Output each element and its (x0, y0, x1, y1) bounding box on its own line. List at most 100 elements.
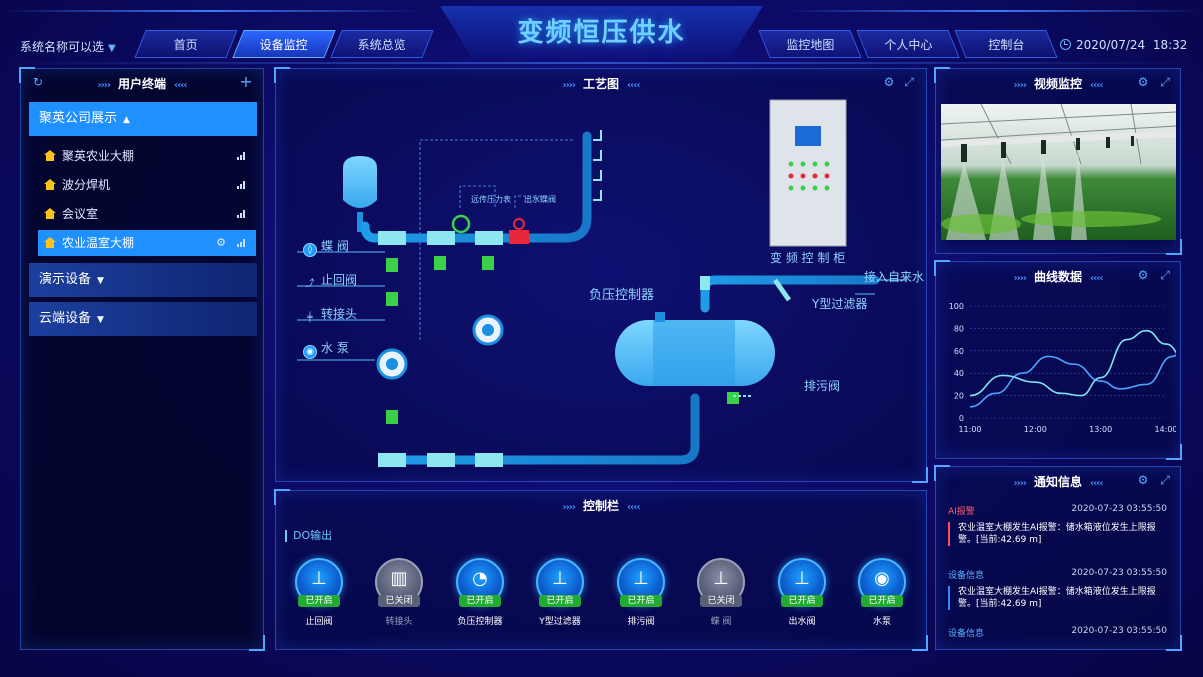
home-icon (44, 208, 56, 219)
signal-icon (237, 210, 246, 218)
caret-down-icon: ▼ (97, 315, 104, 325)
y-tick-label: 60 (954, 347, 964, 356)
notice-panel: ››››通知信息‹‹‹‹ ⚙ ⤢ (934, 465, 1182, 651)
group-label: 聚英公司展示 (39, 111, 118, 126)
sidebar-item-label: 会议室 (62, 207, 99, 221)
y-filter-icon (772, 278, 792, 302)
control-title: ››››控制栏‹‹‹‹ (562, 499, 641, 513)
settings-icon[interactable]: ⚙ (1137, 75, 1149, 89)
notice-text[interactable]: 农业温室大棚发生AI报警：储水箱液位发生上限报警。[当前:42.69 m] (948, 522, 1170, 546)
control-name: 出水阀 (788, 617, 816, 627)
series-line-1 (969, 329, 1176, 397)
pressure-gauge-icon: ◔ (472, 568, 488, 589)
tab-home[interactable]: 首页 (134, 30, 238, 58)
tab-user-center[interactable]: 个人中心 (856, 30, 960, 58)
pressure-gauge-icon (451, 214, 471, 234)
sidebar-item-greenhouse[interactable]: 农业温室大棚 ⚙ (38, 230, 256, 256)
pressure-tank (343, 156, 377, 232)
control-outlet-valve[interactable]: ⊥ 已开启 出水阀 (769, 558, 835, 628)
chevron-down-icon: ▼ (108, 43, 116, 54)
x-tick-label: 11:00 (958, 425, 981, 434)
signal-icon (237, 152, 246, 160)
check-valve-icon: ⊥ (311, 568, 327, 589)
sidebar-panel: ↻ ››››用户终端‹‹‹‹ + 聚英公司展示▲ 聚英农业大棚 波分焊机 会议室… (19, 67, 265, 651)
notice-title-text: 通知信息 (1033, 475, 1082, 489)
home-icon (44, 179, 56, 190)
butterfly-valve-icon: ⊥ (713, 568, 729, 589)
sidebar-item-meeting-room[interactable]: 会议室 (38, 201, 256, 227)
page-title: 变频恒压供水 (517, 18, 686, 48)
system-selector[interactable]: 系统名称可以选▼ (20, 38, 116, 55)
pump-icon: ◉ (303, 345, 317, 359)
status-badge: 已开启 (781, 595, 823, 607)
system-name: 系统名称可以选 (20, 40, 105, 54)
settings-icon[interactable]: ⚙ (883, 75, 895, 89)
notice-title: ››››通知信息‹‹‹‹ (1013, 475, 1104, 489)
control-title-text: 控制栏 (582, 499, 619, 513)
control-adapter[interactable]: ▥ 已关闭 转接头 (366, 558, 432, 628)
butterfly-valve-icon: ◊ (303, 243, 317, 257)
control-check-valve[interactable]: ⊥ 已开启 止回阀 (286, 558, 352, 628)
control-pump[interactable]: ◉ 已开启 水泵 (849, 558, 915, 628)
group-label: 云端设备 (39, 311, 92, 326)
notice-time: 2020-07-23 03:55:50 (1071, 626, 1167, 636)
add-icon[interactable]: + (239, 72, 253, 91)
fullscreen-icon[interactable]: ⤢ (1160, 75, 1170, 89)
y-tick-label: 40 (954, 369, 964, 378)
status-badge: 已关闭 (700, 595, 742, 607)
notice-text[interactable]: 农业温室大棚发生AI报警：储水箱液位发生上限报警。[当前:42.69 m] (948, 586, 1170, 610)
sidebar-item-welder[interactable]: 波分焊机 (38, 172, 256, 198)
notice-time: 2020-07-23 03:55:50 (1071, 568, 1167, 578)
group-label: 演示设备 (39, 272, 92, 287)
y-tick-label: 20 (954, 392, 964, 401)
notice-type: 设备信息 (948, 629, 985, 639)
header: 系统名称可以选▼ 首页 设备监控 系统总览 变频恒压供水 监控地图 个人中心 控… (0, 0, 1203, 64)
adapter-icon: ╪ (307, 313, 313, 323)
refresh-icon[interactable]: ↻ (32, 75, 44, 89)
control-y-filter[interactable]: ⊥ 已开启 Y型过滤器 (527, 558, 593, 628)
fullscreen-icon[interactable]: ⤢ (904, 75, 914, 89)
pipe-flanges (378, 231, 710, 467)
status-badge: 已开启 (861, 595, 903, 607)
status-badge: 已开启 (298, 595, 340, 607)
control-name: 转接头 (385, 617, 413, 627)
sidebar-title-text: 用户终端 (117, 77, 166, 91)
tab-system-overview[interactable]: 系统总览 (330, 30, 434, 58)
outlet-butterfly-valve-icon (509, 230, 529, 244)
fullscreen-icon[interactable]: ⤢ (1160, 473, 1170, 487)
pipes (360, 131, 880, 465)
fullscreen-icon[interactable]: ⤢ (1160, 268, 1170, 282)
sidebar-item-farm[interactable]: 聚英农业大棚 (38, 143, 256, 169)
control-name: 止回阀 (305, 617, 333, 627)
video-feed[interactable] (941, 104, 1176, 240)
settings-icon[interactable]: ⚙ (1137, 268, 1149, 282)
group-cloud-devices[interactable]: 云端设备 ▼ (29, 302, 257, 336)
label-cabinet: 变 频 控 制 柜 (770, 251, 846, 265)
control-drain-valve[interactable]: ⊥ 已开启 排污阀 (608, 558, 674, 628)
group-demo-devices[interactable]: 演示设备▼ (29, 263, 257, 297)
pump-icons (376, 314, 504, 380)
legend-label: 水 泵 (321, 341, 349, 355)
settings-icon[interactable]: ⚙ (1137, 473, 1149, 487)
outlet-valve-icon: ⊥ (794, 568, 810, 589)
group-jy-company[interactable]: 聚英公司展示▲ (29, 102, 257, 136)
control-pressure-controller[interactable]: ◔ 已开启 负压控制器 (447, 558, 513, 628)
sidebar-item-label: 聚英农业大棚 (62, 149, 135, 163)
curve-panel: ››››曲线数据‹‹‹‹ ⚙ ⤢ (934, 260, 1182, 460)
gear-icon[interactable]: ⚙ (216, 236, 226, 249)
tab-console[interactable]: 控制台 (954, 30, 1058, 58)
legend-butterfly-valve: ◊蝶 阀 (303, 237, 349, 257)
datetime: 2020/07/24 18:32 (1060, 38, 1187, 52)
y-tick-label: 80 (954, 324, 964, 333)
status-badge: 已关闭 (378, 595, 420, 607)
control-butterfly-valve[interactable]: ⊥ 已关闭 蝶 阀 (688, 558, 754, 628)
tab-device-monitor[interactable]: 设备监控 (232, 30, 336, 58)
tab-monitor-map[interactable]: 监控地图 (758, 30, 862, 58)
home-icon (44, 150, 56, 161)
control-name: Y型过滤器 (539, 617, 581, 627)
tab-user-center-label: 个人中心 (884, 38, 933, 52)
negative-pressure-tank (615, 312, 775, 397)
series-line-0 (969, 354, 1176, 408)
tab-device-monitor-label: 设备监控 (259, 38, 308, 52)
process-diagram (297, 99, 907, 467)
